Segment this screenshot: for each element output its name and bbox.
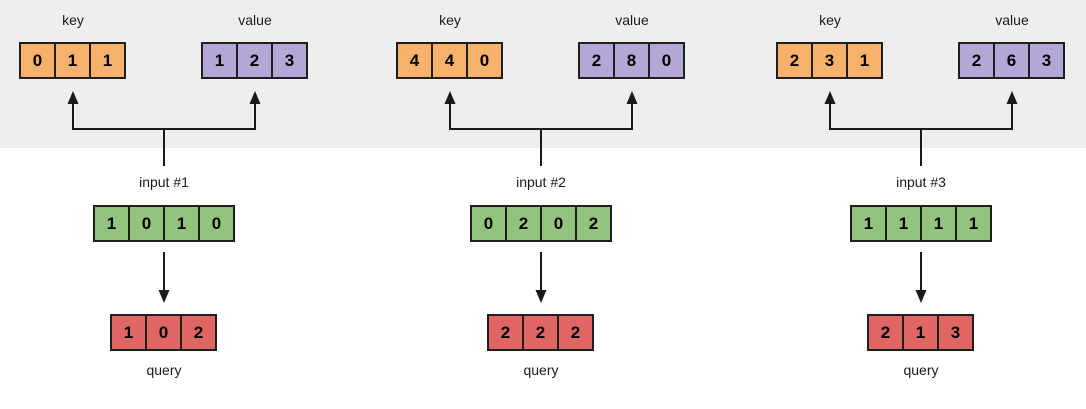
key-array: 0 1 1 [19, 42, 126, 79]
input-cell: 0 [540, 205, 577, 242]
input-cell: 2 [575, 205, 612, 242]
input-cell: 0 [128, 205, 165, 242]
down-arrow-icon [158, 252, 170, 303]
value-cell: 2 [958, 42, 995, 79]
value-cell: 0 [648, 42, 685, 79]
value-label: value [995, 12, 1029, 28]
input-cell: 1 [850, 205, 887, 242]
input-label: input #1 [139, 174, 189, 190]
value-cell: 3 [1028, 42, 1065, 79]
key-cell: 3 [811, 42, 848, 79]
value-array: 2 8 0 [578, 42, 685, 79]
key-cell: 0 [466, 42, 503, 79]
input-cell: 0 [470, 205, 507, 242]
query-label: query [146, 362, 182, 378]
key-array: 2 3 1 [776, 42, 883, 79]
input-group-3: key value 2 3 1 2 6 3 input #3 1 [757, 0, 1086, 409]
input-cell: 1 [885, 205, 922, 242]
key-cell: 1 [846, 42, 883, 79]
key-cell: 1 [54, 42, 91, 79]
query-cell: 2 [557, 314, 594, 351]
value-array: 1 2 3 [201, 42, 308, 79]
input-array: 0 2 0 2 [470, 205, 612, 242]
key-cell: 4 [431, 42, 468, 79]
query-label: query [523, 362, 559, 378]
input-cell: 1 [163, 205, 200, 242]
input-array: 1 1 1 1 [850, 205, 992, 242]
value-cell: 6 [993, 42, 1030, 79]
branch-up-arrow-icon [444, 91, 638, 166]
key-array: 4 4 0 [396, 42, 503, 79]
query-cell: 0 [145, 314, 182, 351]
input-group-1: key value 0 1 1 1 2 3 input #1 1 [0, 0, 330, 409]
key-cell: 2 [776, 42, 813, 79]
value-cell: 3 [271, 42, 308, 79]
query-label: query [903, 362, 939, 378]
input-label: input #2 [516, 174, 566, 190]
query-cell: 2 [867, 314, 904, 351]
query-array: 2 1 3 [867, 314, 974, 351]
value-cell: 2 [578, 42, 615, 79]
input-cell: 0 [198, 205, 235, 242]
input-group-2: key value 4 4 0 2 8 0 input #2 0 [377, 0, 707, 409]
value-array: 2 6 3 [958, 42, 1065, 79]
value-cell: 2 [236, 42, 273, 79]
down-arrow-icon [535, 252, 547, 303]
value-label: value [615, 12, 649, 28]
value-cell: 1 [201, 42, 238, 79]
input-cell: 1 [955, 205, 992, 242]
key-cell: 0 [19, 42, 56, 79]
query-cell: 2 [180, 314, 217, 351]
input-array: 1 0 1 0 [93, 205, 235, 242]
query-cell: 2 [487, 314, 524, 351]
key-label: key [62, 12, 84, 28]
query-cell: 2 [522, 314, 559, 351]
input-cell: 2 [505, 205, 542, 242]
branch-up-arrow-icon [824, 91, 1018, 166]
query-cell: 1 [902, 314, 939, 351]
input-cell: 1 [920, 205, 957, 242]
key-cell: 4 [396, 42, 433, 79]
key-label: key [819, 12, 841, 28]
key-label: key [439, 12, 461, 28]
query-cell: 3 [937, 314, 974, 351]
down-arrow-icon [915, 252, 927, 303]
query-cell: 1 [110, 314, 147, 351]
branch-up-arrow-icon [67, 91, 261, 166]
value-cell: 8 [613, 42, 650, 79]
key-cell: 1 [89, 42, 126, 79]
input-label: input #3 [896, 174, 946, 190]
value-label: value [238, 12, 272, 28]
input-cell: 1 [93, 205, 130, 242]
query-array: 1 0 2 [110, 314, 217, 351]
query-array: 2 2 2 [487, 314, 594, 351]
